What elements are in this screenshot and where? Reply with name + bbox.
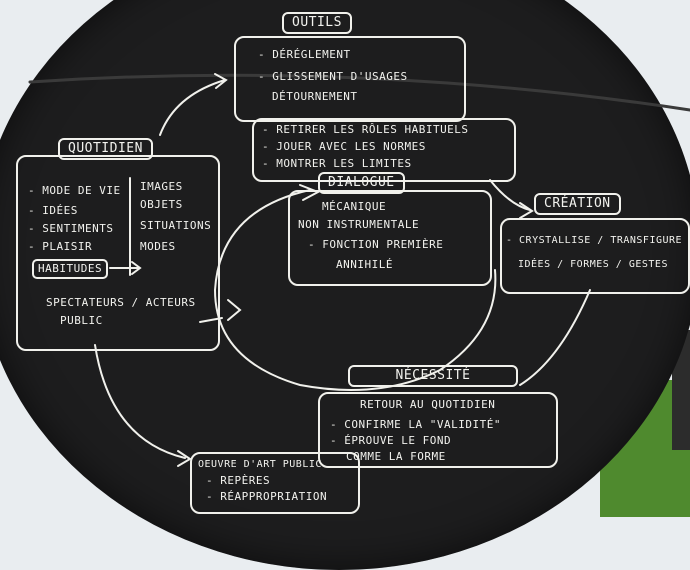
quotidien-left-3: - Sentiments: [28, 222, 114, 235]
dialogue-item-4: annihilé: [336, 258, 393, 271]
quotidien-left-4: - Plaisir: [28, 240, 93, 253]
quotidien-right-4: Modes: [140, 240, 176, 253]
outils-box: [234, 36, 466, 122]
dialogue-title: Dialogue: [318, 172, 405, 194]
quotidien-right-3: Situations: [140, 219, 212, 232]
necessite-item-1: - Confirme la "validité": [330, 418, 501, 431]
creation-item-2: Idées / formes / gestes: [518, 259, 668, 270]
arrow-creation-necessite: [519, 289, 591, 386]
necessite-box: [318, 392, 558, 468]
outils-item-2: - Glissement d'usages: [258, 70, 408, 83]
creation-title: Création: [534, 193, 621, 215]
quotidien-right-2: Objets: [140, 198, 183, 211]
outils-title: Outils: [282, 12, 352, 34]
outils-item-3: Détournement: [272, 90, 358, 103]
actions-item-3: - Montrer les limites: [262, 157, 412, 170]
arrowhead-dialogue-left: [227, 299, 242, 321]
necessite-subtitle: Retour au quotidien: [360, 398, 496, 411]
quotidien-left-2: - Idées: [28, 204, 78, 217]
quotidien-title: Quotidien: [58, 138, 153, 160]
quotidien-bottom-2: Public: [60, 314, 103, 327]
necessite-title: Nécessité: [348, 365, 518, 387]
creation-box: [500, 218, 690, 294]
oeuvre-title: Oeuvre d'art public: [198, 459, 322, 470]
habitudes-label: Habitudes: [32, 259, 109, 279]
arrow-quotidien-oeuvre: [94, 344, 186, 459]
creation-item-1: - Crystallise / transfigure: [506, 235, 683, 246]
necessite-item-3: comme la forme: [346, 450, 446, 463]
board-seam-line: [28, 73, 690, 112]
chalk-arrows: [28, 73, 690, 467]
inner-cycle-line: [213, 189, 497, 391]
quotidien-box: [16, 155, 220, 351]
dialogue-item-2: non instrumentale: [298, 218, 420, 231]
oeuvre-item-1: - Repères: [206, 474, 271, 487]
actions-box: [252, 118, 516, 182]
quotidien-right-1: Images: [140, 180, 183, 193]
arrow-actions-creation: [489, 179, 531, 211]
arrowhead-creation: [519, 202, 534, 219]
outils-item-1: - Déréglement: [258, 48, 351, 61]
arrowhead-dialogue-top: [299, 184, 321, 201]
arrowhead-outils: [214, 73, 228, 89]
dialogue-item-3: - Fonction première: [308, 238, 444, 251]
dialogue-box: [288, 190, 492, 286]
oeuvre-box: [190, 452, 360, 514]
quotidien-left-1: - Mode de vie: [28, 184, 121, 197]
arrow-quotidien-outils: [159, 79, 226, 136]
oeuvre-item-2: - Réappropriation: [206, 490, 328, 503]
quotidien-bottom-1: Spectateurs / Acteurs: [46, 296, 196, 309]
dialogue-item-1: Mécanique: [322, 200, 387, 213]
actions-item-2: - Jouer avec les normes: [262, 140, 426, 153]
actions-item-1: - Retirer les rôles habituels: [262, 123, 469, 136]
necessite-item-2: - Éprouve le fond: [330, 434, 452, 447]
